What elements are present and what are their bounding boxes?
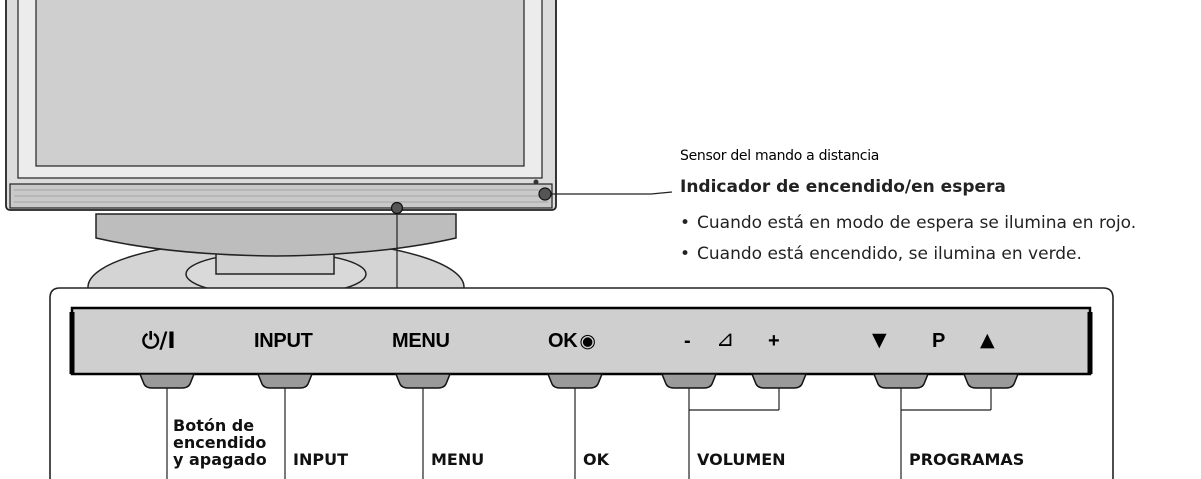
on-note: • Cuando está encendido, se ilumina en ve… bbox=[680, 244, 1082, 264]
standby-note: • Cuando está en modo de espera se ilumin… bbox=[680, 213, 1136, 233]
prog-up-key bbox=[962, 373, 1020, 389]
volume-button-label: VOLUMEN bbox=[697, 450, 786, 469]
vol-plus-label: + bbox=[768, 330, 780, 352]
power-button-label-1: Botón de bbox=[173, 416, 255, 435]
tv-body bbox=[5, 0, 557, 211]
input-button-label: INPUT bbox=[293, 450, 348, 469]
menu-key bbox=[394, 373, 452, 389]
volume-icon: ⊿ bbox=[716, 327, 735, 352]
power-button-label-2: encendido bbox=[173, 433, 267, 452]
power-indicator-label: Indicador de encendido/en espera bbox=[680, 177, 1006, 197]
panel-input-label: INPUT bbox=[254, 330, 313, 352]
button-leader-lines bbox=[166, 388, 992, 479]
on-note-text: Cuando está encendido, se ilumina en ver… bbox=[697, 244, 1082, 264]
remote-sensor-label: Sensor del mando a distancia bbox=[680, 148, 880, 164]
input-key bbox=[256, 373, 314, 389]
prog-down-key bbox=[872, 373, 930, 389]
prog-p-label: P bbox=[932, 330, 946, 352]
power-button-label-3: y apagado bbox=[173, 450, 267, 469]
programs-button-label: PROGRAMAS bbox=[909, 450, 1025, 469]
panel-buttons bbox=[138, 373, 1020, 389]
vol-up-key bbox=[750, 373, 808, 389]
power-key bbox=[138, 373, 196, 389]
panel-ok-label: OK◉ bbox=[548, 330, 596, 353]
power-symbol-icon: ⏻/I bbox=[142, 329, 176, 354]
panel-ok-text: OK bbox=[548, 330, 578, 352]
prog-down-icon: ▼ bbox=[872, 329, 887, 351]
vol-down-key bbox=[660, 373, 718, 389]
bullet-icon: • bbox=[680, 213, 691, 233]
ok-button-label: OK bbox=[583, 450, 609, 469]
standby-note-text: Cuando está en modo de espera se ilumina… bbox=[697, 213, 1137, 233]
menu-button-label: MENU bbox=[431, 450, 485, 469]
prog-up-icon: ▲ bbox=[980, 329, 995, 351]
vol-minus-label: - bbox=[684, 330, 691, 352]
remote-sensor-and-led bbox=[390, 179, 552, 215]
ok-circle-icon: ◉ bbox=[579, 330, 596, 352]
bullet-icon: • bbox=[680, 244, 691, 264]
ok-key bbox=[546, 373, 604, 389]
callout-lines bbox=[396, 191, 673, 290]
panel-menu-label: MENU bbox=[392, 330, 450, 352]
